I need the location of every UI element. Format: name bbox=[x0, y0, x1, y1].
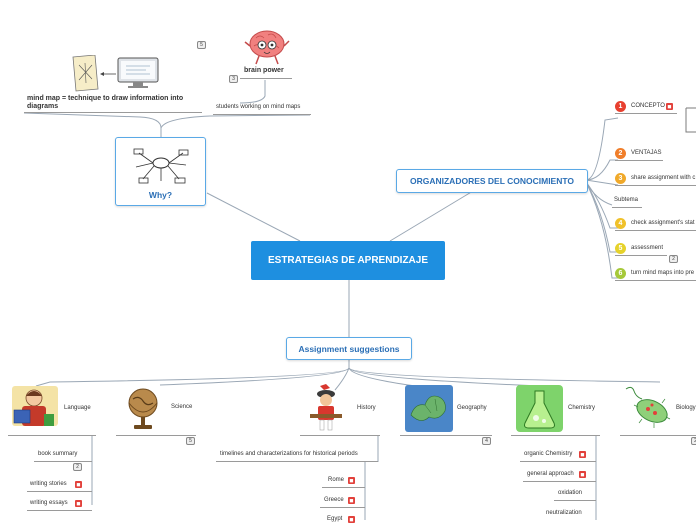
students-underline bbox=[213, 114, 311, 115]
root-label: ESTRATEGIAS DE APRENDIZAJE bbox=[267, 254, 429, 266]
brain-illustration bbox=[244, 28, 290, 66]
collapse-count-geography[interactable]: 4 bbox=[482, 437, 491, 445]
timelines-underline bbox=[216, 461, 378, 462]
bacteria-icon bbox=[625, 386, 671, 428]
assessment-underline bbox=[615, 255, 667, 256]
concepto-underline bbox=[615, 113, 677, 114]
language-underline bbox=[8, 435, 96, 436]
science-underline bbox=[116, 435, 196, 436]
collapse-count-assessment[interactable]: 2 bbox=[669, 255, 678, 263]
brain-underline bbox=[240, 78, 292, 79]
writing-stories-label[interactable]: writing stories bbox=[30, 481, 67, 487]
rome-label[interactable]: Rome bbox=[328, 477, 345, 483]
turn-underline bbox=[615, 280, 696, 281]
globe-icon bbox=[128, 388, 158, 429]
biology-label[interactable]: Biology bbox=[676, 405, 696, 411]
collapse-count-brain[interactable]: 3 bbox=[229, 75, 238, 83]
oxidation-label[interactable]: oxidation bbox=[558, 490, 583, 496]
chemistry-illustration bbox=[516, 385, 563, 432]
check-assignment-label[interactable]: check assignment's stat bbox=[631, 220, 695, 226]
general-underline bbox=[523, 481, 596, 482]
brain-icon bbox=[244, 30, 290, 65]
brain-power-label[interactable]: brain power bbox=[244, 67, 284, 74]
mindmap-caption[interactable]: mind map = technique to draw information… bbox=[27, 95, 184, 110]
soldier-icon bbox=[310, 384, 342, 431]
ventajas-underline bbox=[615, 160, 663, 161]
language-illustration bbox=[10, 384, 60, 432]
mindmap-sketch-icon bbox=[133, 148, 189, 184]
note-icon[interactable]: ◼ bbox=[348, 497, 355, 504]
priority-5-icon: 5 bbox=[615, 243, 626, 254]
general-approach-label[interactable]: general approach bbox=[527, 471, 574, 477]
assignment-label: Assignment suggestions bbox=[298, 343, 400, 354]
greece-underline bbox=[320, 507, 365, 508]
timelines-label[interactable]: timelines and characterizations for hist… bbox=[220, 451, 358, 457]
paper-and-monitor-icon bbox=[72, 54, 159, 92]
ventajas-label[interactable]: VENTAJAS bbox=[631, 150, 662, 156]
priority-2-icon: 2 bbox=[615, 148, 626, 159]
priority-4-icon: 4 bbox=[615, 218, 626, 229]
book-summary-underline bbox=[34, 461, 92, 462]
writing-essays-underline bbox=[27, 510, 92, 511]
turn-mind-maps-label[interactable]: turn mind maps into pre bbox=[631, 270, 695, 276]
writing-stories-underline bbox=[27, 491, 92, 492]
geography-label[interactable]: Geography bbox=[457, 405, 487, 411]
note-icon[interactable]: ◼ bbox=[75, 481, 82, 488]
share-underline bbox=[615, 185, 696, 186]
geography-illustration bbox=[405, 385, 453, 432]
collapse-count-top[interactable]: 5 bbox=[197, 41, 206, 49]
assignment-node[interactable]: Assignment suggestions bbox=[286, 337, 412, 360]
greece-label[interactable]: Greece bbox=[324, 497, 344, 503]
science-label[interactable]: Science bbox=[171, 404, 193, 410]
subtema-label[interactable]: Subtema bbox=[614, 197, 639, 203]
teacher-icon bbox=[12, 386, 58, 426]
chemistry-label[interactable]: Chemistry bbox=[568, 405, 596, 411]
subtema-underline bbox=[612, 207, 642, 208]
biology-illustration bbox=[624, 385, 672, 432]
map-icon bbox=[405, 385, 453, 432]
mindmap-illustration bbox=[70, 54, 162, 93]
caption-underline bbox=[24, 112, 202, 113]
oxidation-underline bbox=[554, 500, 596, 501]
rome-underline bbox=[322, 487, 365, 488]
organic-chemistry-label[interactable]: organic Chemistry bbox=[524, 451, 573, 457]
flask-icon bbox=[516, 385, 563, 432]
history-underline bbox=[300, 435, 380, 436]
book-summary-label[interactable]: book summary bbox=[38, 451, 78, 457]
priority-1-icon: 1 bbox=[615, 101, 626, 112]
geography-underline bbox=[400, 435, 492, 436]
share-assignment-label[interactable]: share assignment with c bbox=[631, 175, 696, 181]
note-icon[interactable]: ◼ bbox=[579, 471, 586, 478]
collapse-count-biology[interactable]: 2 bbox=[691, 437, 696, 445]
collapse-count-science[interactable]: 5 bbox=[186, 437, 195, 445]
check-underline bbox=[615, 230, 696, 231]
why-label: Why? bbox=[148, 190, 173, 200]
why-node[interactable]: Why? bbox=[115, 137, 206, 206]
organizadores-node[interactable]: ORGANIZADORES DEL CONOCIMIENTO bbox=[396, 169, 588, 193]
chemistry-underline bbox=[511, 435, 600, 436]
root-node[interactable]: ESTRATEGIAS DE APRENDIZAJE bbox=[251, 241, 445, 280]
assessment-label[interactable]: assessment bbox=[631, 245, 664, 251]
organizadores-label: ORGANIZADORES DEL CONOCIMIENTO bbox=[409, 176, 575, 186]
biology-underline bbox=[620, 435, 696, 436]
organic-underline bbox=[520, 461, 596, 462]
note-icon[interactable]: ◼ bbox=[348, 477, 355, 484]
concepto-label[interactable]: CONCEPTO bbox=[631, 103, 665, 109]
neutralization-label[interactable]: neutralization bbox=[546, 510, 582, 516]
note-icon[interactable]: ◼ bbox=[579, 451, 586, 458]
history-label[interactable]: History bbox=[357, 405, 376, 411]
egypt-label[interactable]: Egypt bbox=[327, 516, 343, 522]
collapse-count-book[interactable]: 2 bbox=[73, 463, 82, 471]
priority-3-icon: 3 bbox=[615, 173, 626, 184]
note-icon[interactable]: ◼ bbox=[666, 103, 673, 110]
note-icon[interactable]: ◼ bbox=[75, 500, 82, 507]
history-illustration bbox=[306, 384, 346, 432]
language-label[interactable]: Language bbox=[64, 405, 91, 411]
priority-6-icon: 6 bbox=[615, 268, 626, 279]
writing-essays-label[interactable]: writing essays bbox=[30, 500, 68, 506]
students-label[interactable]: students working on mind maps bbox=[216, 104, 301, 110]
science-illustration bbox=[125, 385, 161, 431]
